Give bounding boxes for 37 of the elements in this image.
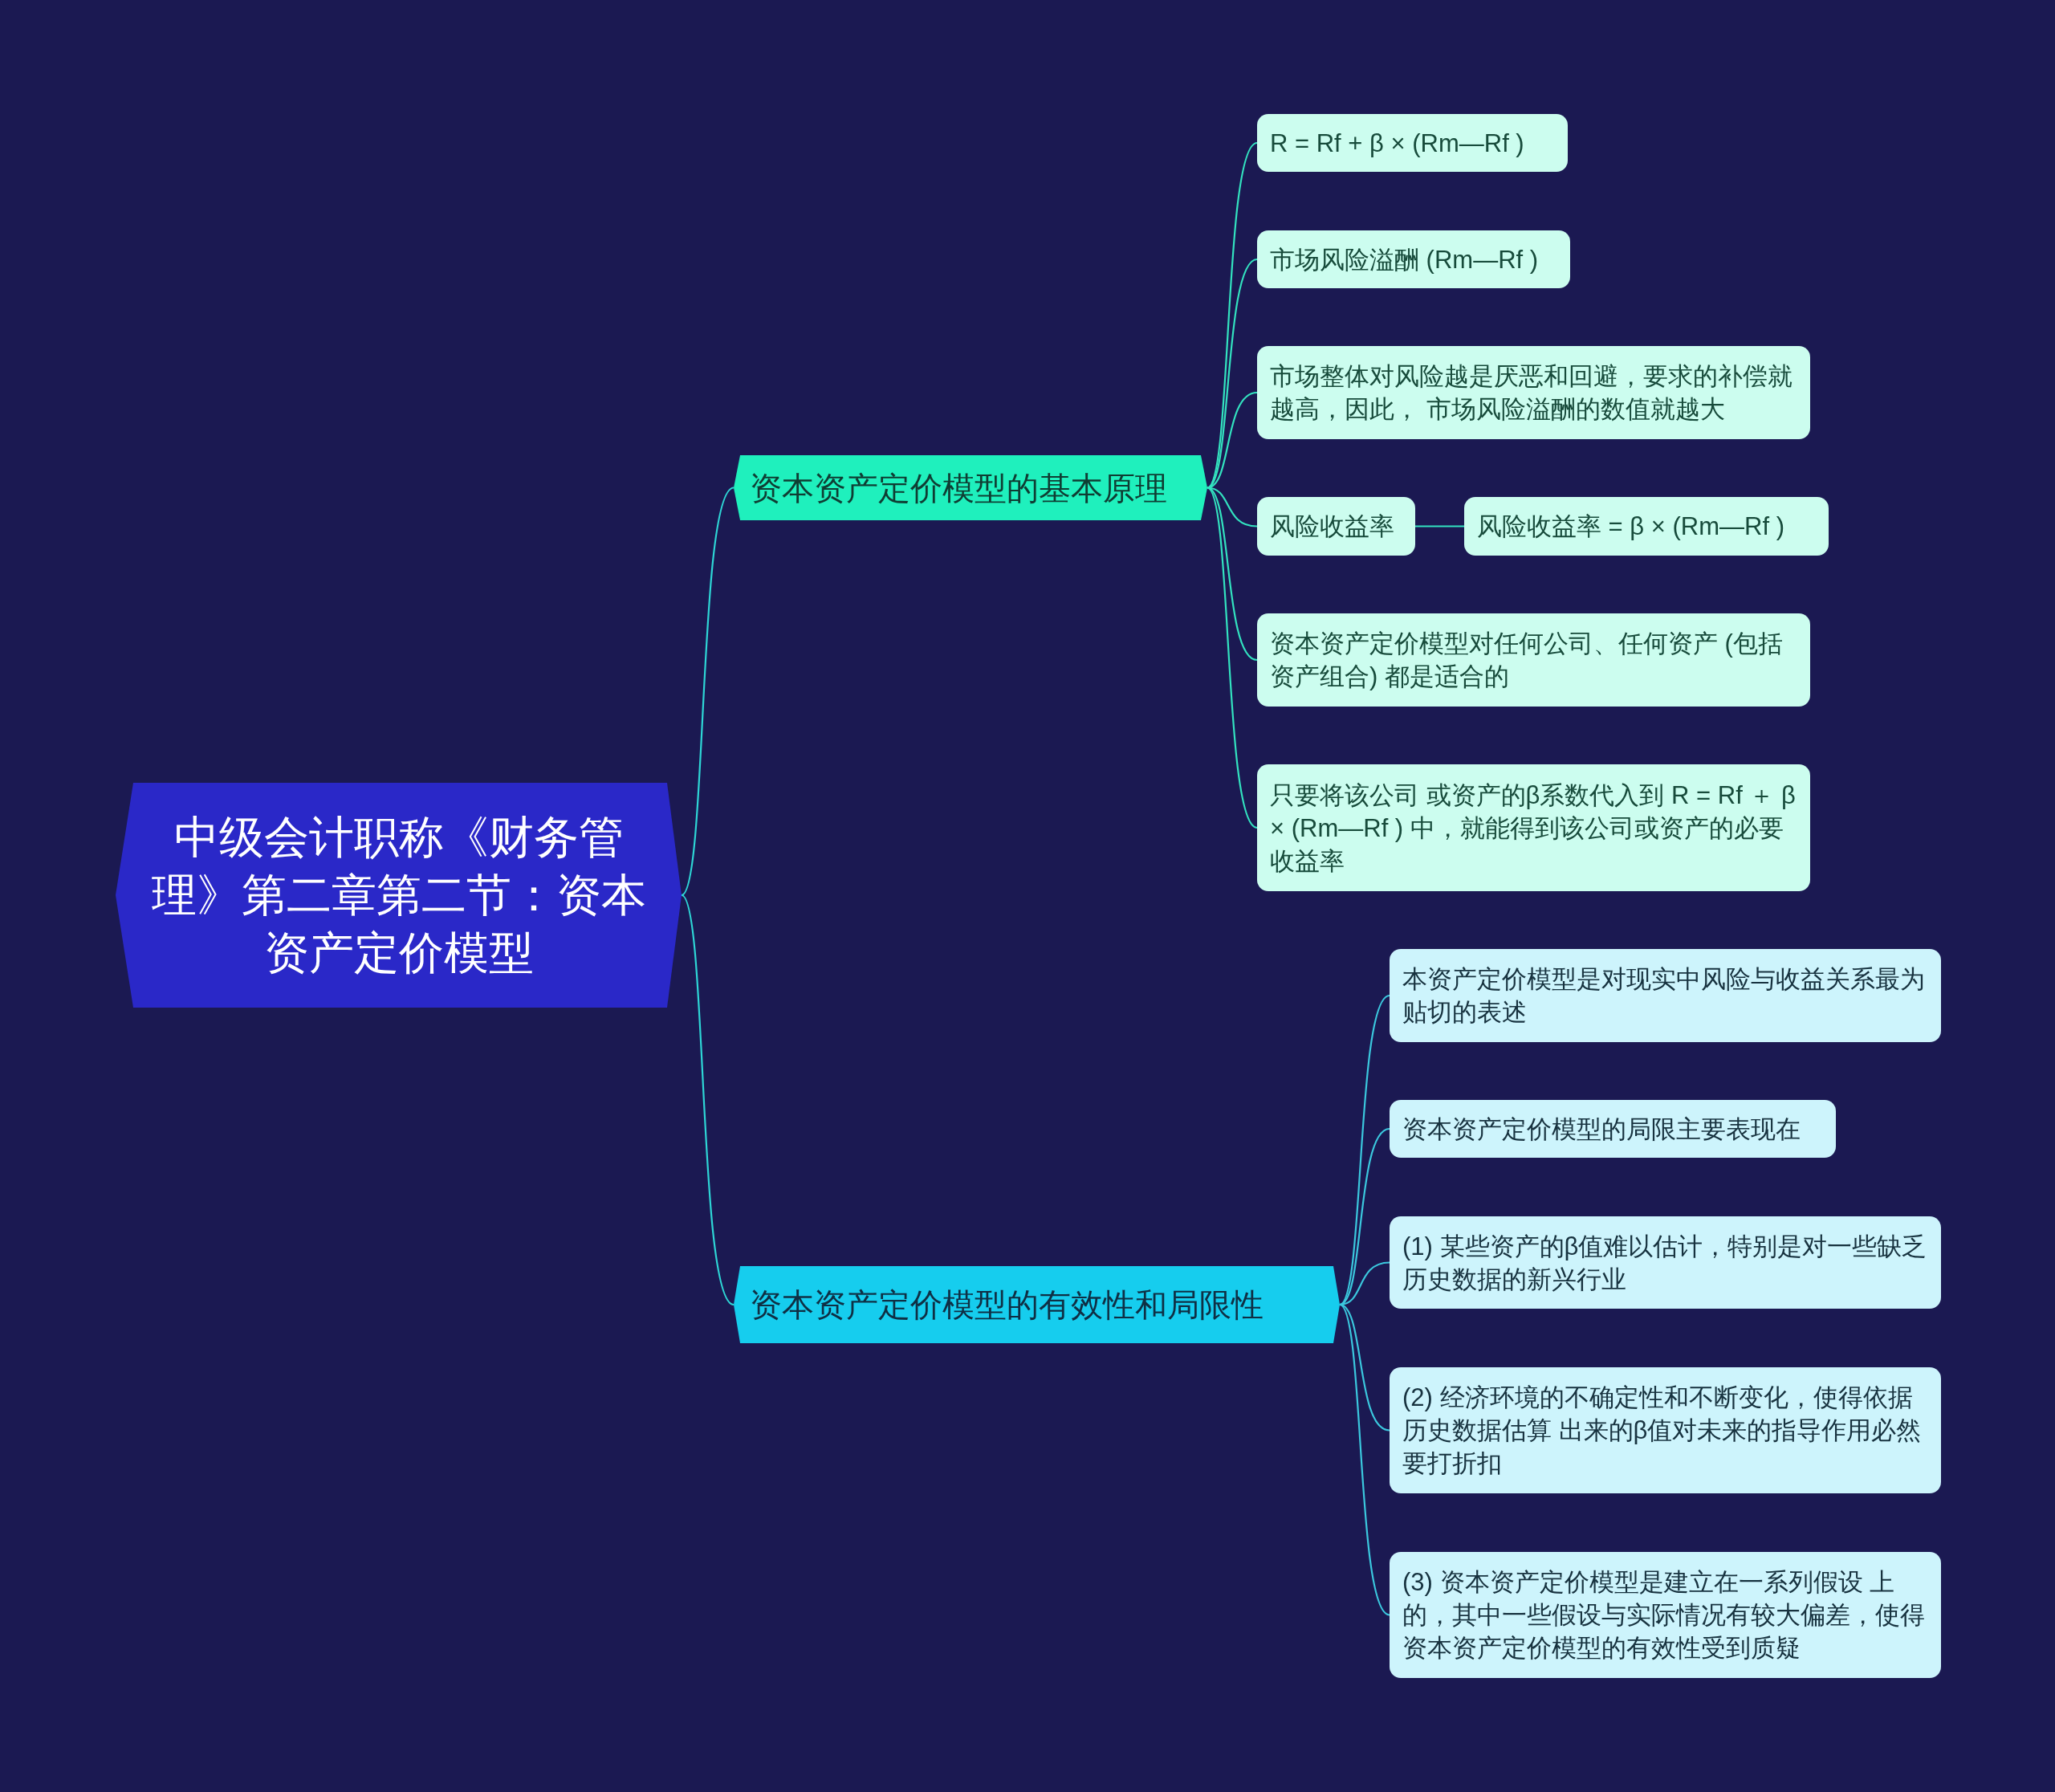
- connector-line: [1339, 995, 1390, 1305]
- leaf-topic-card: [1390, 1216, 1941, 1309]
- leaf-topic-card: [1257, 230, 1570, 288]
- root-topic-text: 中级会计职称《财务管理》第二章第二节：资本资产定价模型: [150, 811, 647, 979]
- leaf-topic-text: 资本资产定价模型对任何公司、任何资产 (包括资产组合) 都是适合的: [1269, 629, 1784, 692]
- connector-line: [1339, 1304, 1390, 1432]
- leaf-topic-text: (2) 经济环境的不确定性和不断变化，使得依据历史数据估算 出来的β值对未来的指导作用必然要打折扣: [1402, 1383, 1923, 1479]
- connector-line: [1339, 1128, 1390, 1305]
- leaf-topic-card: [1257, 346, 1810, 439]
- leaf-topic-text: 资本资产定价模型的局限主要表现在: [1402, 1114, 1801, 1145]
- connector-line: [1207, 487, 1258, 829]
- leaf-topic-text: 市场风险溢酬 (Rm—Rf ): [1269, 244, 1540, 275]
- connector-line: [1207, 487, 1258, 661]
- leaf-topic-text: 市场整体对风险越是厌恶和回避，要求的补偿就越高，因此， 市场风险溢酬的数值就越大: [1269, 361, 1793, 425]
- leaf-topic-card: [1464, 497, 1829, 556]
- connector-line: [1207, 259, 1258, 489]
- connector-line: [1415, 525, 1464, 527]
- leaf-topic-card: [1390, 1552, 1941, 1678]
- leaf-topic-card: [1390, 1100, 1836, 1158]
- leaf-topic-card: [1257, 613, 1810, 707]
- leaf-topic-card: [1257, 497, 1415, 556]
- leaf-topic-text: 只要将该公司 或资产的β系数代入到 R = Rf ＋ β × (Rm—Rf ) 中，就能得到该公司或资产的必要收益率: [1269, 780, 1797, 877]
- leaf-topic-text: R = Rf + β × (Rm—Rf ): [1269, 128, 1525, 159]
- leaf-topic-card: [1390, 949, 1941, 1042]
- leaf-topic-text: 本资产定价模型是对现实中风险与收益关系最为贴切的表述: [1402, 964, 1926, 1028]
- connector-line: [681, 894, 735, 1305]
- branch-topic-text: 资本资产定价模型的基本原理: [749, 469, 1168, 507]
- leaf-topic-text: (3) 资本资产定价模型是建立在一系列假设 上的，其中一些假设与实际情况有较大偏差，使得资本资产定价模型的有效性受到质疑: [1402, 1567, 1926, 1664]
- connector-line: [1339, 1304, 1390, 1616]
- connector-line: [681, 487, 735, 896]
- leaf-topic-card: [1390, 1367, 1941, 1493]
- leaf-topic-text: 风险收益率: [1269, 511, 1395, 542]
- leaf-topic-card: [1257, 114, 1568, 172]
- branch-topic-text: 资本资产定价模型的有效性和局限性: [749, 1286, 1264, 1324]
- leaf-topic-text: (1) 某些资产的β值难以估计，特别是对一些缺乏历史数据的新兴行业: [1402, 1231, 1928, 1295]
- leaf-topic-text: 风险收益率 = β × (Rm—Rf ): [1476, 511, 1785, 542]
- leaf-topic-card: [1257, 764, 1810, 891]
